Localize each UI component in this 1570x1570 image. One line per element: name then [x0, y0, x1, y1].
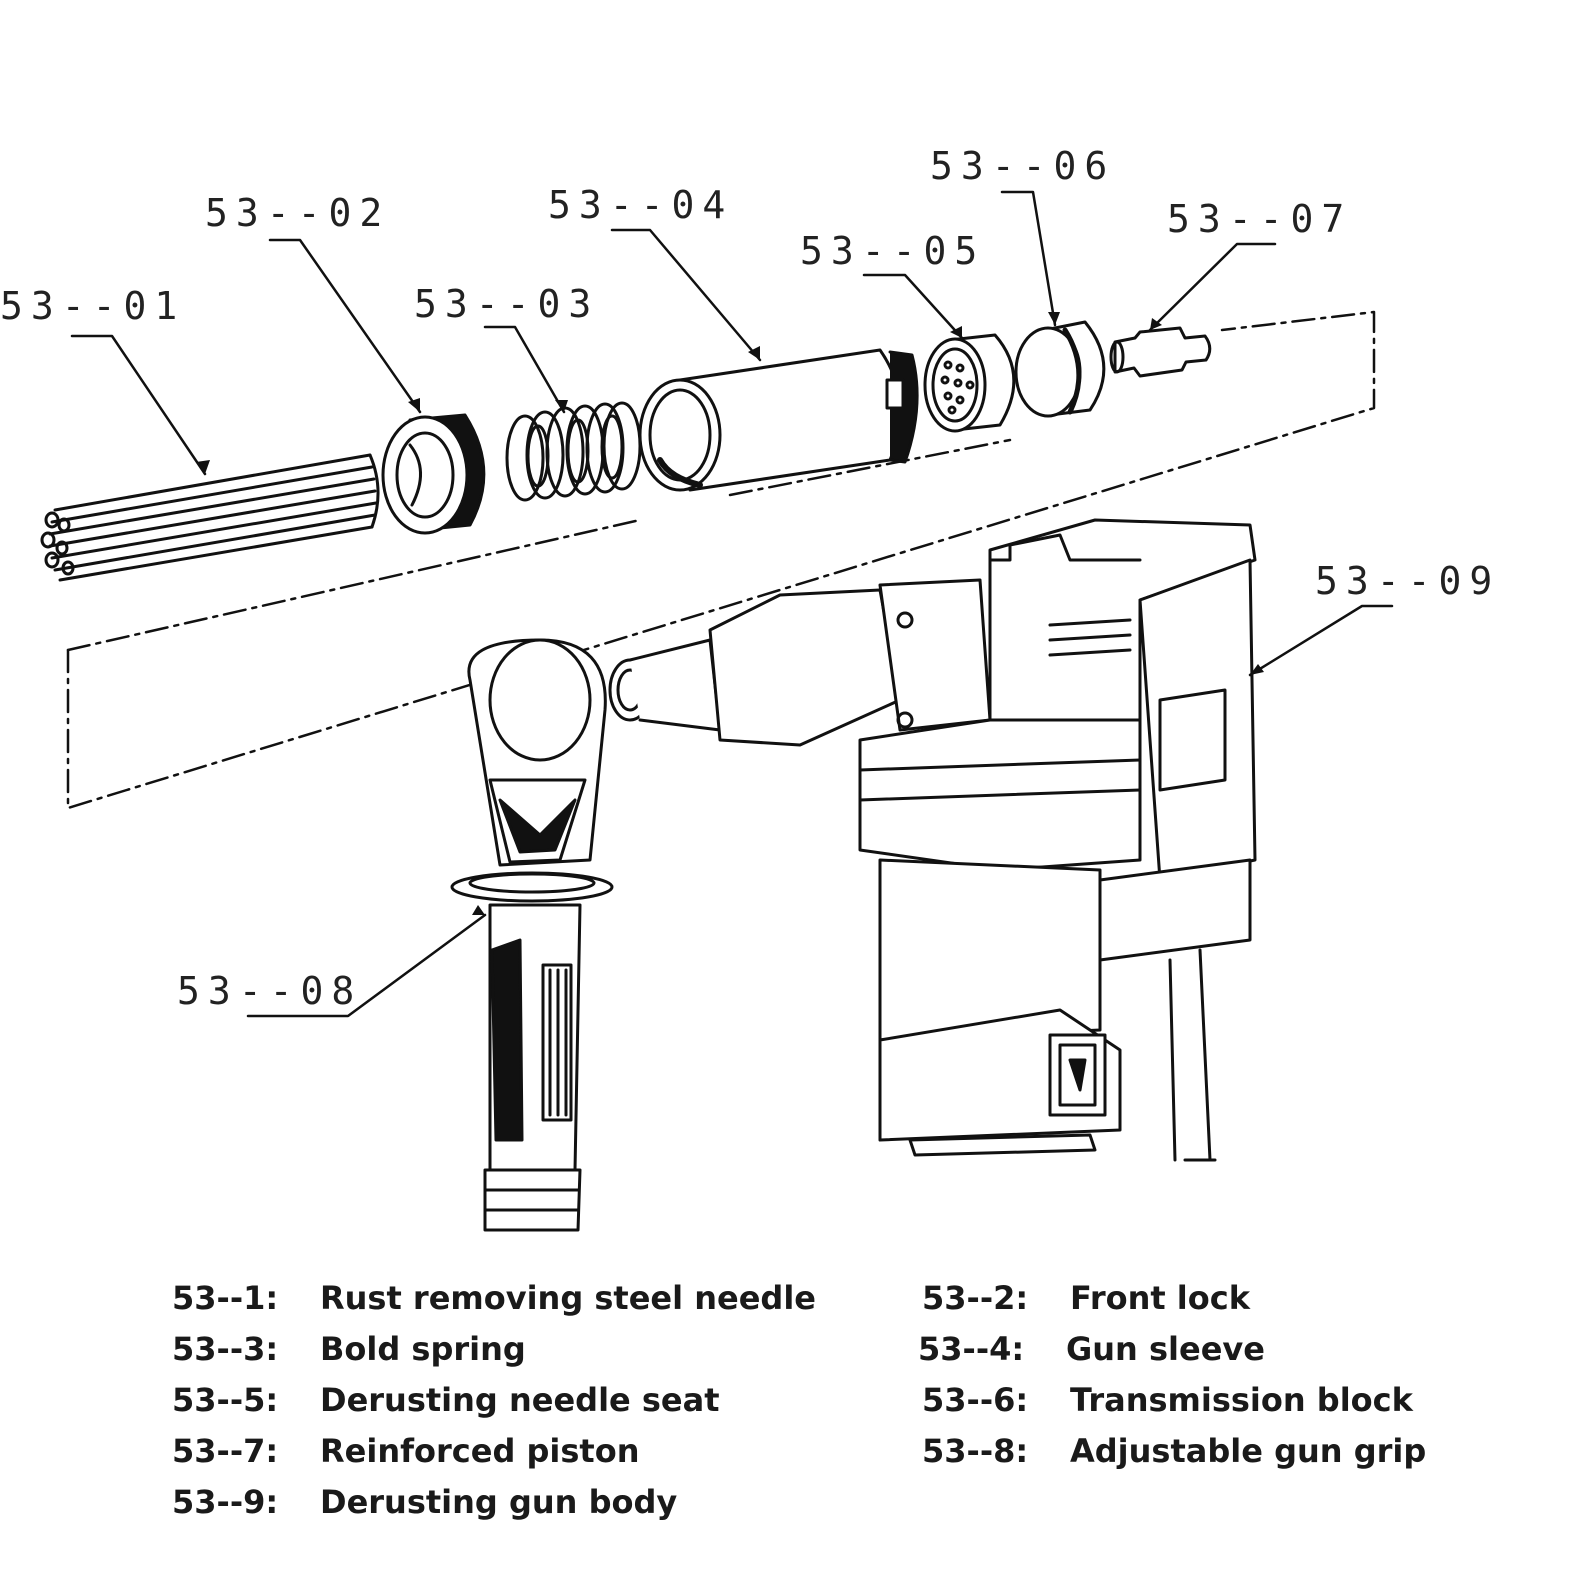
reinforced-piston [1109, 326, 1212, 378]
derusting-needle-seat [923, 333, 1016, 433]
gun-sleeve [638, 348, 919, 492]
legend-item: 53--3:Bold spring [172, 1330, 526, 1368]
legend-item: 53--2:Front lock [922, 1279, 1250, 1317]
legend-item: 53--1:Rust removing steel needle [172, 1279, 816, 1317]
callout-53-09: 53--09 [1315, 559, 1501, 603]
callout-53-08: 53--08 [177, 969, 363, 1013]
transmission-block [1014, 320, 1106, 418]
leader-lines [70, 190, 1394, 1018]
front-lock-ring [381, 413, 486, 535]
legend-item: 53--7:Reinforced piston [172, 1432, 640, 1470]
legend-item: 53--4:Gun sleeve [918, 1330, 1265, 1368]
callout-53-07: 53--07 [1167, 197, 1353, 241]
legend-item: 53--8:Adjustable gun grip [922, 1432, 1427, 1470]
legend-item: 53--6:Transmission block [922, 1381, 1413, 1419]
callout-53-02: 53--02 [205, 191, 391, 235]
parts-legend: 53--1:Rust removing steel needle 53--3:B… [0, 1270, 1570, 1570]
callout-53-01: 53--01 [0, 284, 186, 328]
exploded-diagram [40, 190, 1394, 1232]
callout-53-05: 53--05 [800, 229, 986, 273]
legend-item: 53--5:Derusting needle seat [172, 1381, 720, 1419]
callout-53-06: 53--06 [930, 144, 1116, 188]
callout-53-04: 53--04 [548, 183, 734, 227]
assembly-outline-upper [66, 518, 642, 652]
assembly-outline [66, 310, 1376, 810]
derusting-gun-body [608, 518, 1257, 1162]
adjustable-gun-grip [450, 638, 614, 1232]
callout-53-03: 53--03 [414, 282, 600, 326]
bold-spring [505, 401, 642, 502]
legend-item: 53--9:Derusting gun body [172, 1483, 678, 1521]
steel-needle-bundle [40, 453, 380, 582]
